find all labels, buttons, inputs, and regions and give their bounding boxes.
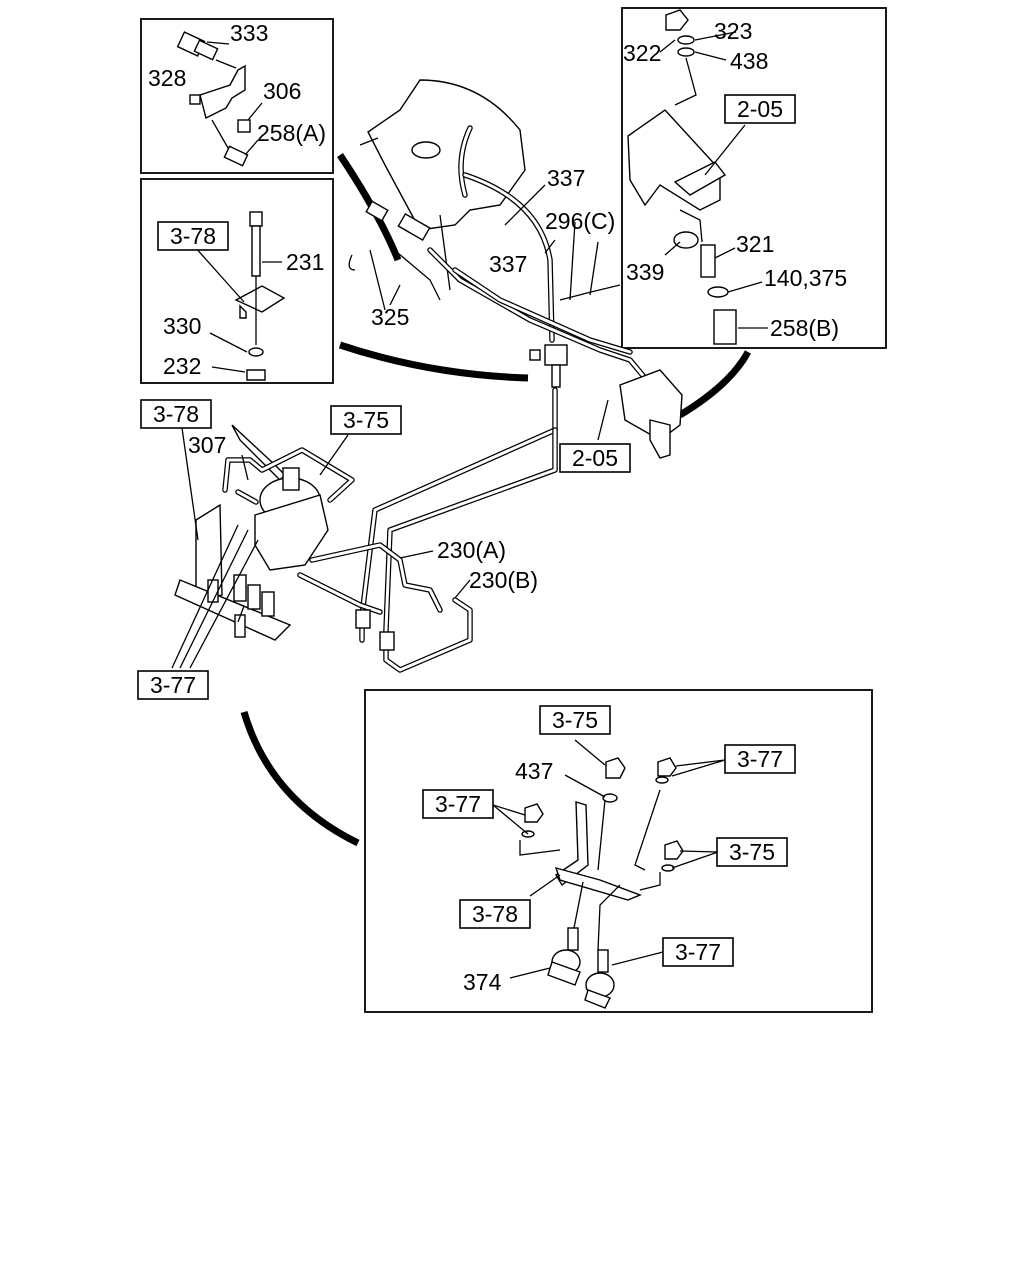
callout-arc-right <box>678 350 752 419</box>
callout-arc-mid-left <box>338 341 529 382</box>
part-label-337-upper: 337 <box>547 165 585 191</box>
part-label-258a: 258(A) <box>257 120 326 146</box>
ref-box-3-75-bottom-a: 3-75 <box>539 705 611 735</box>
part-label-231: 231 <box>286 249 324 275</box>
ref-box-3-75-bottom-b: 3-75 <box>716 837 788 867</box>
ref-box-label: 3-78 <box>170 223 216 249</box>
part-label-438: 438 <box>730 48 768 74</box>
main-pipes-run <box>297 387 558 673</box>
part-label-437: 437 <box>515 758 553 784</box>
ref-box-label: 3-78 <box>153 401 199 427</box>
part-label-330: 330 <box>163 313 201 339</box>
ref-box-label: 3-77 <box>435 791 481 817</box>
part-label-230b: 230(B) <box>469 567 538 593</box>
ref-box-3-77-bottom-a: 3-77 <box>724 744 796 774</box>
part-label-325: 325 <box>371 304 409 330</box>
ref-box-2-05-inset: 2-05 <box>724 94 796 124</box>
ref-box-2-05-main: 2-05 <box>559 443 631 473</box>
ref-box-3-77-bottom-c: 3-77 <box>662 937 734 967</box>
part-label-333: 333 <box>230 20 268 46</box>
part-label-339: 339 <box>626 259 664 285</box>
ref-box-label: 3-75 <box>729 839 775 865</box>
part-label-296c: 296(C) <box>545 208 615 234</box>
ref-box-3-77-bottom-b: 3-77 <box>422 789 494 819</box>
inset-mid-left-parts <box>193 211 286 381</box>
ref-box-label: 3-75 <box>552 707 598 733</box>
part-label-232: 232 <box>163 353 201 379</box>
inset-frame-mid-left <box>140 178 334 384</box>
ref-box-3-78-main: 3-78 <box>140 399 212 429</box>
ref-box-label: 3-77 <box>737 746 783 772</box>
ref-box-3-77-main: 3-77 <box>137 670 209 700</box>
inset-frame-top-left <box>140 18 334 174</box>
part-label-258b: 258(B) <box>770 315 839 341</box>
part-label-374: 374 <box>463 969 502 995</box>
inset-top-right-parts <box>627 9 768 345</box>
main-upper-bracket <box>348 79 526 301</box>
part-label-140-375: 140,375 <box>764 265 847 291</box>
callout-arc-bottom <box>240 711 360 847</box>
part-label-323: 323 <box>714 18 752 44</box>
part-label-322: 322 <box>623 40 661 66</box>
ref-box-3-78-bottom: 3-78 <box>459 899 531 929</box>
main-pedal-assembly <box>174 424 355 641</box>
main-leader-lines <box>171 184 599 669</box>
part-label-230a: 230(A) <box>437 537 506 563</box>
main-pipes-upper <box>369 172 683 459</box>
ref-box-label: 2-05 <box>737 96 783 122</box>
ref-box-3-75-main: 3-75 <box>330 405 402 435</box>
ref-box-label: 3-75 <box>343 407 389 433</box>
inset-bottom-parts <box>492 739 726 1009</box>
inset-frame-top-right <box>621 7 887 349</box>
part-label-328: 328 <box>148 65 186 91</box>
inset-top-left-parts <box>176 31 263 167</box>
part-label-321: 321 <box>736 231 774 257</box>
part-label-337-lower: 337 <box>489 251 527 277</box>
ref-box-label: 2-05 <box>572 445 618 471</box>
part-label-307: 307 <box>188 432 226 458</box>
ref-box-label: 3-78 <box>472 901 518 927</box>
part-label-306: 306 <box>263 78 301 104</box>
ref-box-label: 3-77 <box>150 672 196 698</box>
ref-box-3-78-inset: 3-78 <box>157 221 229 251</box>
ref-box-label: 3-77 <box>675 939 721 965</box>
inset-frame-bottom <box>364 689 873 1013</box>
